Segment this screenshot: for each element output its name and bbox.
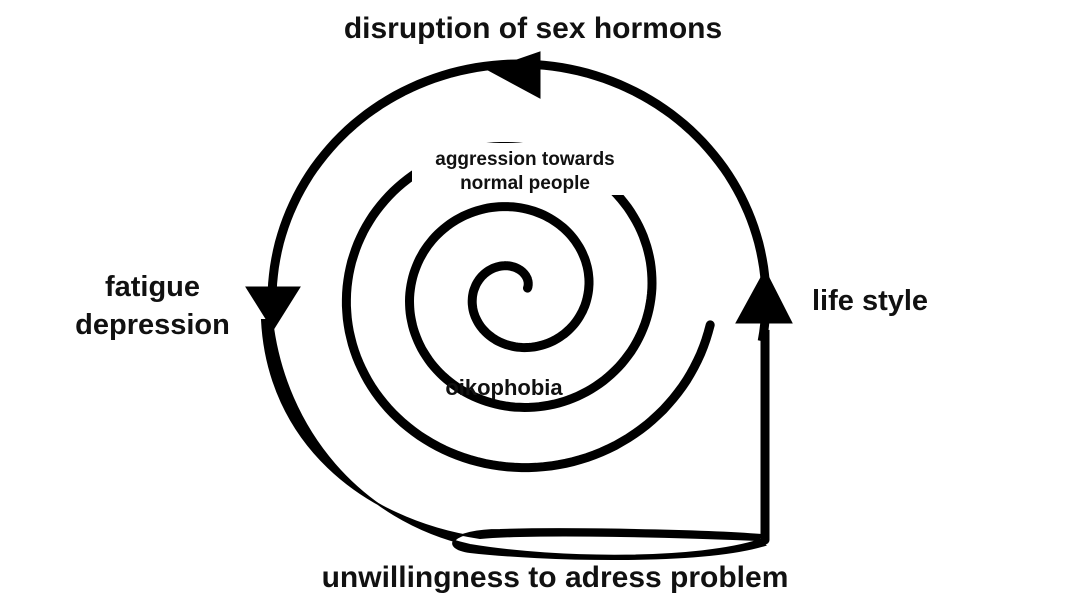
outer-cycle-arc — [267, 59, 771, 545]
inner-top-text-mask — [412, 143, 638, 195]
label-aggression-towards-normal-people: aggression towards normal people — [400, 148, 650, 196]
label-aggression-line1: aggression towards — [435, 149, 615, 170]
label-oikophobia: oikophobia — [445, 375, 563, 400]
label-fatigue: fatigue — [104, 271, 201, 303]
label-unwillingness-to-address-problem: unwillingness to adress problem — [321, 561, 789, 594]
label-aggression-line2: normal people — [460, 173, 590, 194]
label-fatigue-depression: fatigue depression — [40, 268, 265, 344]
arrowhead-right-up — [735, 268, 793, 324]
arrowhead-top-left — [486, 51, 541, 99]
lower-swoosh — [260, 319, 767, 560]
label-disruption-of-sex-hormones: disruption of sex hormons — [343, 12, 723, 45]
label-life-style: life style — [812, 285, 929, 317]
inner-spiral — [341, 142, 715, 473]
arrowhead-left-down — [245, 286, 301, 331]
label-depression: depression — [75, 309, 230, 341]
